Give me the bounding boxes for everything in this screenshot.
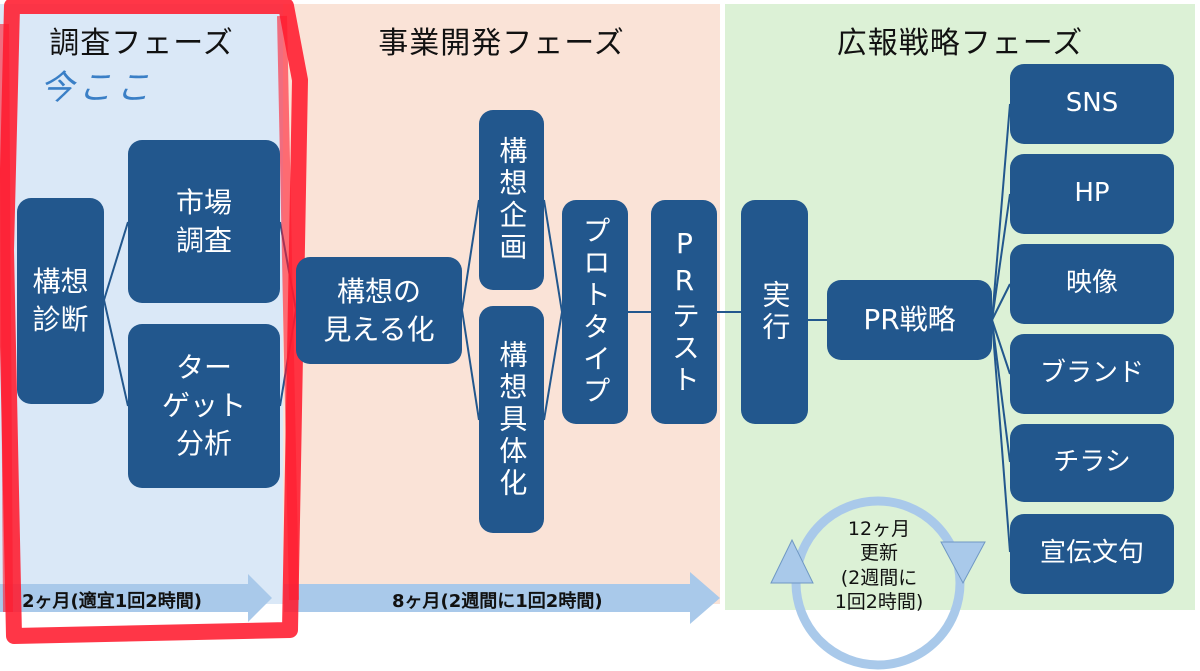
box-prototype: プロトタイプ — [562, 200, 628, 424]
cycle-arrow-down — [940, 541, 986, 585]
research-duration-label: 2ヶ月(適宜1回2時間) — [22, 591, 203, 612]
research-phase-title: 調査フェーズ — [49, 26, 234, 61]
box-concept-concrete: 構想具体化 — [479, 306, 544, 533]
box-channel-slogan: 宣伝文句 — [1010, 514, 1174, 594]
development-phase-title: 事業開発フェーズ — [378, 26, 625, 61]
development-duration-arrow — [284, 572, 720, 624]
pr-phase-title: 広報戦略フェーズ — [836, 26, 1084, 61]
box-market-research: 市場 調査 — [128, 140, 280, 303]
box-channel-video: 映像 — [1010, 244, 1174, 324]
current-position-note: 今ここ — [40, 68, 154, 108]
box-channel-hp: HP — [1010, 154, 1174, 234]
cycle-arrow-up — [770, 538, 814, 584]
box-concept-diagnosis: 構想 診断 — [17, 198, 104, 404]
development-duration-label: 8ヶ月(2週間に1回2時間) — [392, 591, 603, 612]
box-channel-sns: SNS — [1010, 64, 1174, 144]
research-duration-arrow — [0, 574, 272, 622]
box-channel-brand: ブランド — [1010, 334, 1174, 414]
box-concept-visualize: 構想の 見える化 — [296, 257, 462, 364]
box-target-analysis: ター ゲット 分析 — [128, 324, 280, 488]
cycle-duration-label: 12ヶ月 更新 (2週間に 1回2時間) — [834, 518, 924, 613]
box-concept-planning: 構想企画 — [479, 110, 544, 290]
box-pr-strategy: PR戦略 — [827, 280, 992, 360]
box-execute: 実行 — [741, 200, 808, 424]
box-pr-test: PRテスト — [651, 200, 717, 424]
box-channel-flyer: チラシ — [1010, 424, 1174, 502]
